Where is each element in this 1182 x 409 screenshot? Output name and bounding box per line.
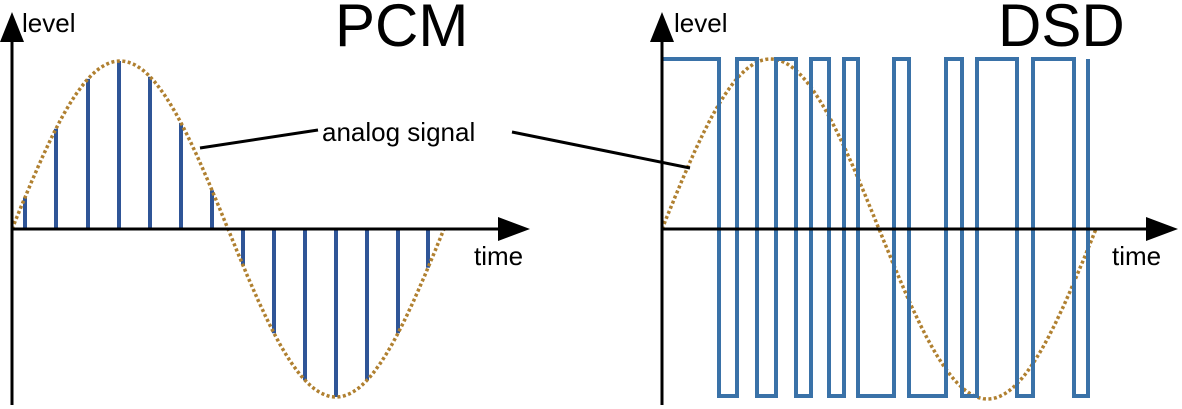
- dsd-pulse-train: [662, 57, 1090, 398]
- analog-signal-annotation: analog signal: [199, 117, 691, 170]
- dsd-y-axis-label: level: [674, 8, 727, 38]
- dsd-x-axis-label: time: [1112, 241, 1161, 271]
- pcm-title: PCM: [335, 0, 468, 59]
- pcm-x-axis-arrowhead: [498, 217, 530, 241]
- dsd-panel: level time DSD: [650, 0, 1178, 405]
- annotation-leader-left: [199, 128, 319, 150]
- pcm-sample-bars: [23, 61, 430, 397]
- pcm-panel: level time PCM: [0, 0, 530, 405]
- pcm-y-axis-arrowhead: [0, 12, 24, 42]
- annotation-label: analog signal: [322, 117, 475, 147]
- annotation-leader-right: [511, 130, 691, 170]
- dsd-y-axis-arrowhead: [650, 12, 674, 42]
- dsd-x-axis-arrowhead: [1146, 217, 1178, 241]
- dsd-title: DSD: [998, 0, 1125, 59]
- pcm-y-axis-label: level: [22, 8, 75, 38]
- pcm-x-axis-label: time: [474, 241, 523, 271]
